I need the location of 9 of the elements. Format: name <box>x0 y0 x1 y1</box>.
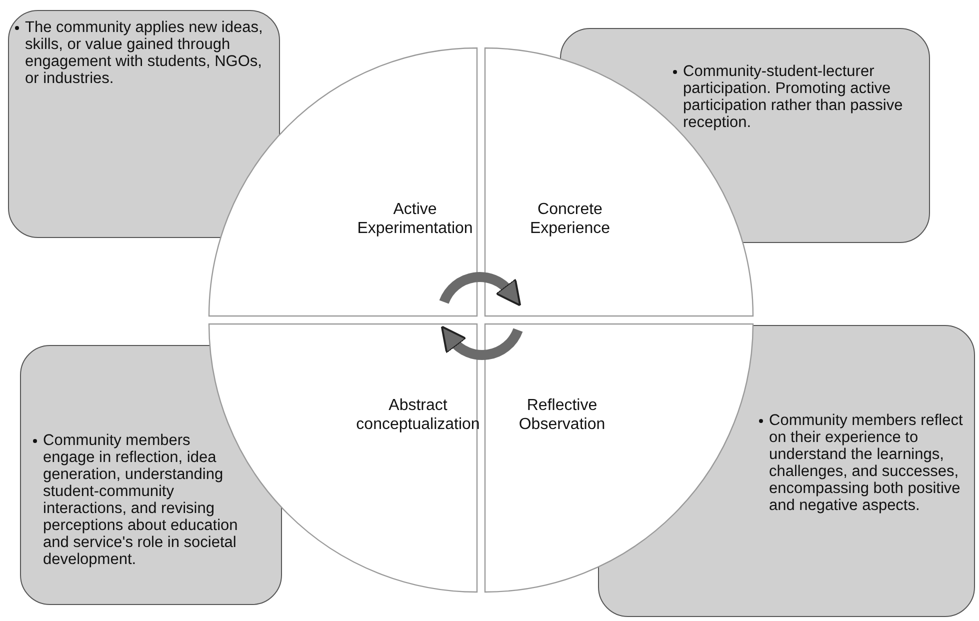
bullet-text: Community members reflect on their experience to understand the learnings, challenges, and successes, encompassing both positive and negative aspects. <box>759 412 979 514</box>
bullet-text: Community members engage in reflection, idea generation, understanding student-community interactions, and revising perceptions about education and service's role in societal development. <box>33 432 243 568</box>
stage-label: Active Experimentation <box>356 200 474 238</box>
bullet-text: The community applies new ideas, skills, or value gained through engagement with students, NGOs, or industries. <box>15 19 275 87</box>
stage-label: Reflective Observation <box>518 396 606 434</box>
stage-label: Abstract conceptualization <box>355 396 481 434</box>
bullet-text: Community-student-lecturer participation. Promoting active participation rather than passive reception. <box>673 63 928 131</box>
stage-label: Concrete Experience <box>528 200 612 238</box>
description-card <box>8 10 280 238</box>
